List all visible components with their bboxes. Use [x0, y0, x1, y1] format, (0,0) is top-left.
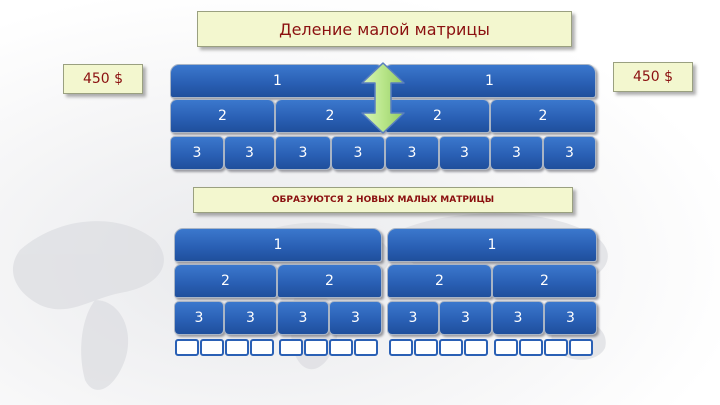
empty-slot	[439, 339, 463, 356]
price-left-label: 450 $	[63, 64, 143, 94]
matrix-node-level3: 3	[439, 136, 490, 170]
empty-slot	[329, 339, 353, 356]
matrix-node-level2: 2	[170, 99, 275, 133]
page-title: Деление малой матрицы	[197, 11, 572, 47]
matrix-node-level3: 3	[492, 301, 544, 335]
matrix-node-level1: 1	[387, 228, 597, 262]
empty-slot	[464, 339, 488, 356]
empty-slot	[389, 339, 413, 356]
matrix-node-level2: 2	[174, 264, 277, 298]
empty-slot	[250, 339, 274, 356]
empty-slot	[200, 339, 224, 356]
matrix-node-level1: 1	[174, 228, 382, 262]
matrix-node-level2: 2	[490, 99, 596, 133]
matrix-node-level3: 3	[170, 136, 224, 170]
empty-slot	[544, 339, 568, 356]
price-right-label: 450 $	[613, 62, 693, 92]
matrix-node-level3: 3	[439, 301, 492, 335]
matrix-node-level3: 3	[490, 136, 543, 170]
matrix-node-level3: 3	[224, 301, 277, 335]
matrix-node-level2: 2	[385, 99, 490, 133]
empty-slot	[175, 339, 199, 356]
subtitle-label: ОБРАЗУЮТСЯ 2 НОВЫХ МАЛЫХ МАТРИЦЫ	[193, 187, 573, 213]
matrix-node-level1: 1	[170, 64, 385, 98]
matrix-node-level2: 2	[277, 264, 382, 298]
matrix-node-level3: 3	[385, 136, 439, 170]
matrix-node-level3: 3	[329, 301, 382, 335]
matrix-node-level3: 3	[174, 301, 224, 335]
empty-slot	[494, 339, 518, 356]
matrix-node-level2: 2	[387, 264, 492, 298]
matrix-node-level1: 1	[383, 64, 596, 98]
matrix-node-level2: 2	[492, 264, 597, 298]
empty-slot	[304, 339, 328, 356]
empty-slot	[519, 339, 543, 356]
empty-slot	[279, 339, 303, 356]
matrix-node-level3: 3	[544, 301, 597, 335]
matrix-node-level3: 3	[331, 136, 385, 170]
matrix-node-level3: 3	[543, 136, 596, 170]
empty-slot	[225, 339, 249, 356]
matrix-node-level3: 3	[277, 301, 329, 335]
empty-slot	[569, 339, 593, 356]
double-arrow-vertical-icon	[361, 62, 405, 134]
matrix-node-level3: 3	[387, 301, 439, 335]
matrix-node-level3: 3	[275, 136, 331, 170]
empty-slot	[354, 339, 378, 356]
matrix-node-level3: 3	[224, 136, 275, 170]
empty-slot	[414, 339, 438, 356]
